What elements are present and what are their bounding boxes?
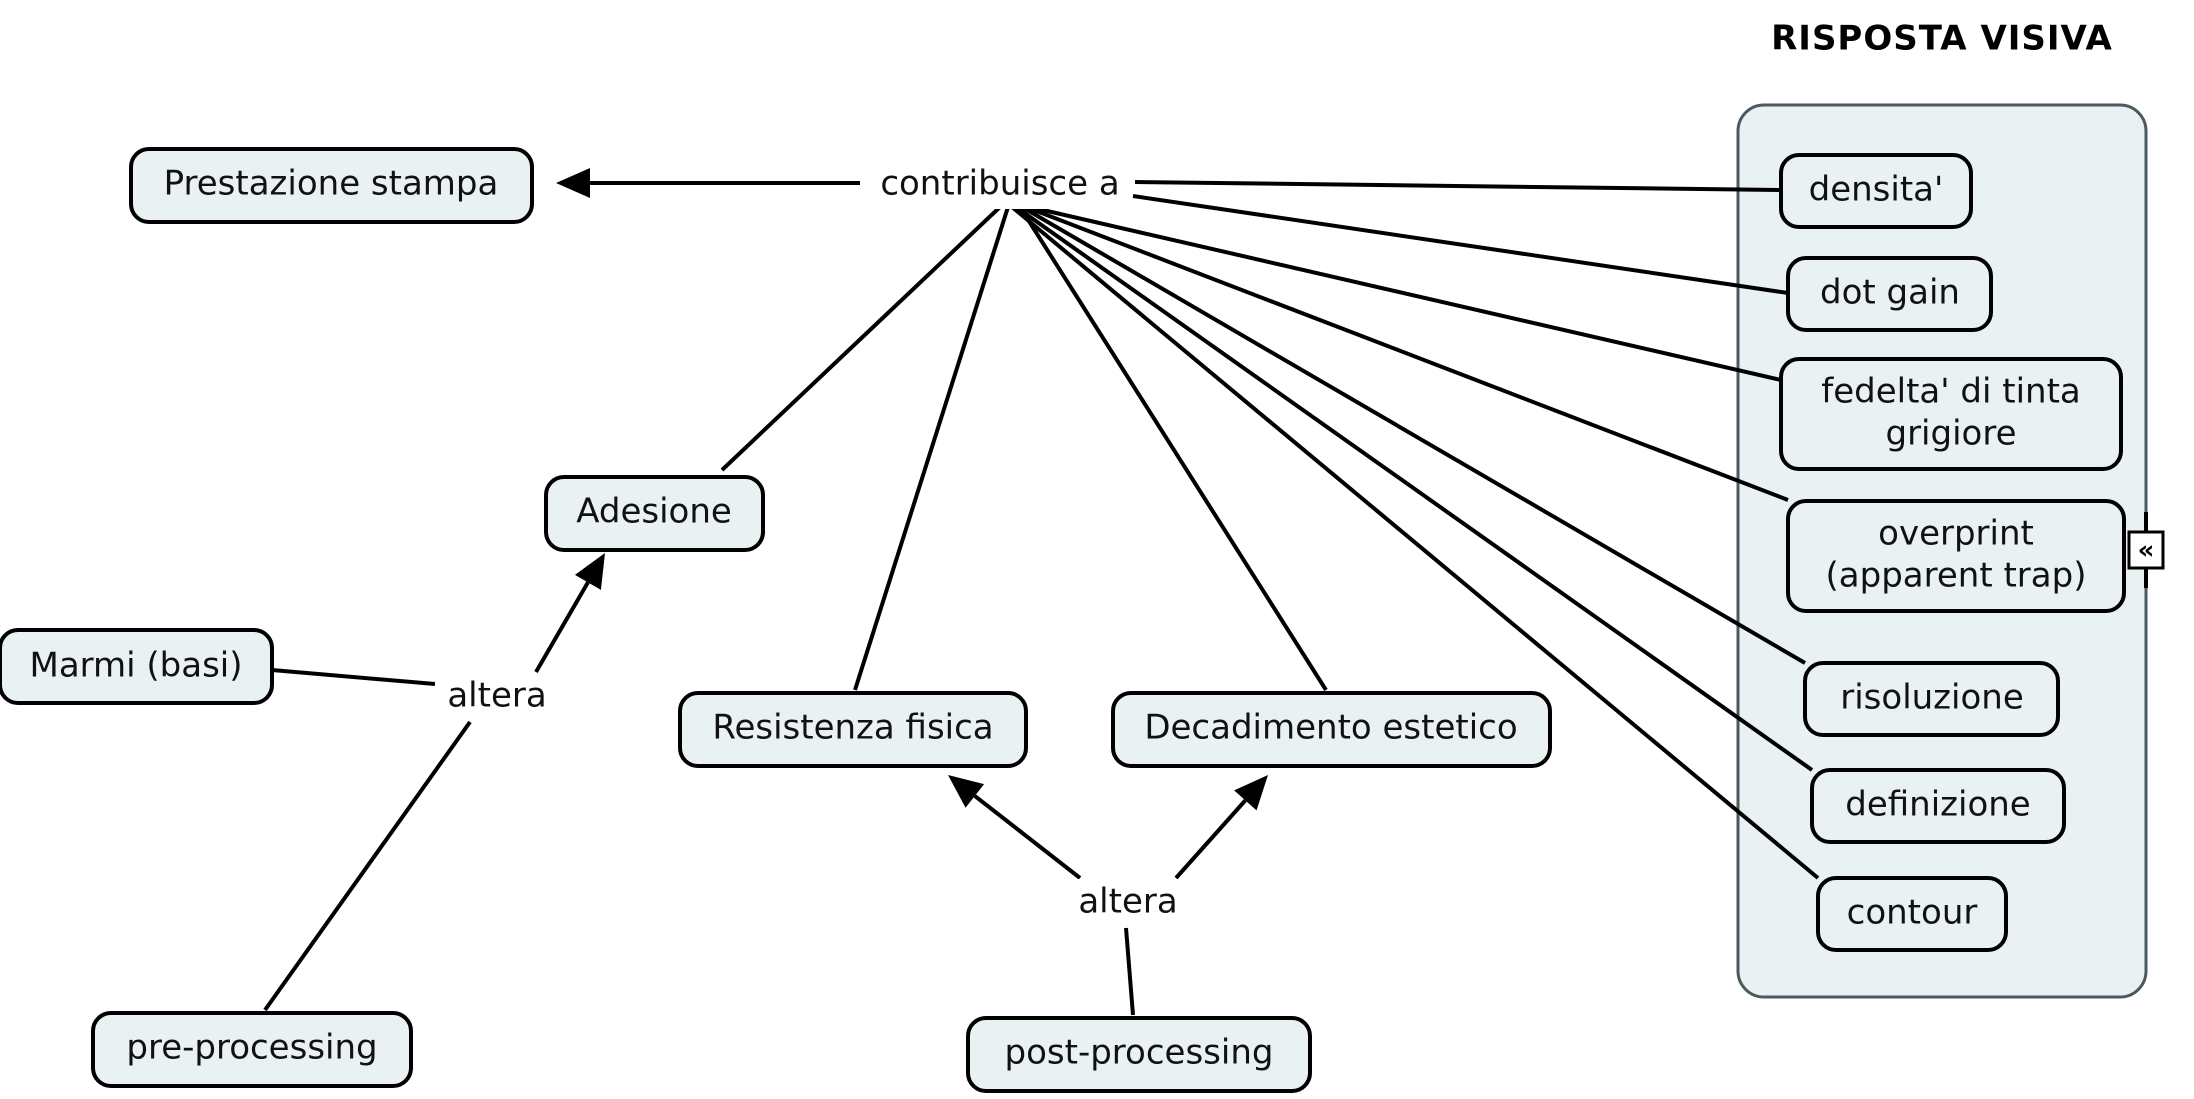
edge-altera-to-adesione: [534, 581, 590, 674]
node-label-overprint-apparent-trap: overprint: [1878, 514, 2034, 554]
node-pre-processing[interactable]: pre-processing: [91, 1011, 413, 1088]
edge-preprocessing-to-altera: [263, 720, 472, 1012]
group-chrome-layer: RISPOSTA VISIVA «: [1771, 19, 2165, 588]
node-box-overprint-apparent-trap: [1786, 499, 2126, 613]
node-box-definizione: [1810, 768, 2066, 844]
node-box-densita: [1779, 153, 1973, 229]
node-box-dot-gain: [1786, 256, 1993, 332]
link-label-altera-left[interactable]: altera: [435, 673, 559, 721]
link-label-text-altera-left: altera: [447, 676, 546, 716]
edge-hub-to-dot-gain: [1132, 194, 1789, 295]
node-label-densita: densita': [1809, 170, 1944, 210]
hub-label-text: contribuisce a: [880, 164, 1119, 204]
chevron-double-left-icon: «: [2138, 536, 2155, 566]
group-title: RISPOSTA VISIVA: [1771, 19, 2113, 59]
edge-hub-to-risoluzione: [1020, 205, 1807, 665]
node-dot-gain[interactable]: dot gain: [1786, 256, 1993, 332]
edge-hub-to-densita: [1134, 180, 1782, 192]
edge-hub-to-contour: [1010, 205, 1820, 880]
edge-altera2-to-resistenza: [973, 794, 1082, 880]
node-box-post-processing: [966, 1016, 1312, 1093]
node-label-prestazione-stampa: Prestazione stampa: [164, 164, 499, 204]
node-box-fedelta-tinta-grigiore: [1779, 357, 2123, 471]
node-label-adesione: Adesione: [576, 492, 732, 532]
edge-hub-to-fedelta: [1029, 205, 1782, 382]
node-box-resistenza-fisica: [678, 691, 1028, 768]
edge-hub-to-definizione: [1014, 205, 1814, 772]
arrowhead-altera2-to-resistenza: [948, 775, 985, 808]
node-box-contour: [1816, 876, 2008, 952]
node-definizione[interactable]: definizione: [1810, 768, 2066, 844]
link-label-backing-altera-bottom: [1066, 879, 1190, 927]
edge-hub-to-decadimento: [1018, 205, 1328, 692]
node-contour[interactable]: contour: [1816, 876, 2008, 952]
node-overprint-apparent-trap[interactable]: overprint(apparent trap): [1786, 499, 2126, 613]
arrowhead-altera2-to-decadimento: [1234, 775, 1268, 811]
node-densita[interactable]: densita': [1779, 153, 1973, 229]
node-box-risoluzione: [1803, 661, 2060, 737]
link-label-text-altera-bottom: altera: [1078, 882, 1177, 922]
hub-label-backing: [873, 161, 1127, 209]
node-risoluzione[interactable]: risoluzione: [1803, 661, 2060, 737]
node-label-definizione: definizione: [1845, 785, 2030, 825]
node-label-decadimento-estetico: Decadimento estetico: [1144, 708, 1517, 748]
edge-postprocessing-to-altera2: [1124, 927, 1135, 1016]
node-label-contour: contour: [1847, 893, 1978, 933]
node-label-fedelta-tinta-grigiore: fedelta' di tinta: [1821, 372, 2080, 412]
edge-hub-to-resistenza: [853, 206, 1010, 691]
edge-hub-to-overprint: [1025, 205, 1789, 502]
node-decadimento-estetico[interactable]: Decadimento estetico: [1111, 691, 1552, 768]
edge-altera2-to-decadimento: [1174, 799, 1247, 880]
node-label-overprint-apparent-trap: (apparent trap): [1826, 556, 2087, 596]
link-label-backing-altera-left: [435, 673, 559, 721]
node-adesione[interactable]: Adesione: [544, 475, 765, 552]
node-label-dot-gain: dot gain: [1820, 273, 1960, 313]
edge-layer: [263, 168, 1820, 1016]
collapse-button[interactable]: «: [2127, 530, 2165, 570]
collapse-button-box: [2127, 530, 2165, 570]
edge-marmi-to-altera: [271, 668, 436, 686]
node-resistenza-fisica[interactable]: Resistenza fisica: [678, 691, 1028, 768]
edge-hub-to-adesione: [720, 205, 1002, 472]
node-marmi-basi[interactable]: Marmi (basi): [0, 628, 274, 705]
node-label-resistenza-fisica: Resistenza fisica: [712, 708, 993, 748]
node-label-post-processing: post-processing: [1005, 1033, 1274, 1073]
hub-link-label[interactable]: contribuisce a: [873, 161, 1127, 209]
node-prestazione-stampa[interactable]: Prestazione stampa: [129, 147, 534, 224]
node-label-risoluzione: risoluzione: [1840, 678, 2024, 718]
node-post-processing[interactable]: post-processing: [966, 1016, 1312, 1093]
node-label-fedelta-tinta-grigiore: grigiore: [1886, 414, 2017, 454]
node-label-pre-processing: pre-processing: [126, 1028, 377, 1068]
link-label-layer: contribuisce a altera altera: [435, 161, 1190, 927]
node-box-decadimento-estetico: [1111, 691, 1552, 768]
node-box-prestazione-stampa: [129, 147, 534, 224]
arrowhead-hub-to-prestazione: [556, 168, 590, 198]
node-label-marmi-basi: Marmi (basi): [29, 646, 242, 686]
node-box-pre-processing: [91, 1011, 413, 1088]
node-box-marmi-basi: [0, 628, 274, 705]
node-box-adesione: [544, 475, 765, 552]
arrowhead-altera-to-adesione: [574, 553, 605, 590]
link-label-altera-bottom[interactable]: altera: [1066, 879, 1190, 927]
